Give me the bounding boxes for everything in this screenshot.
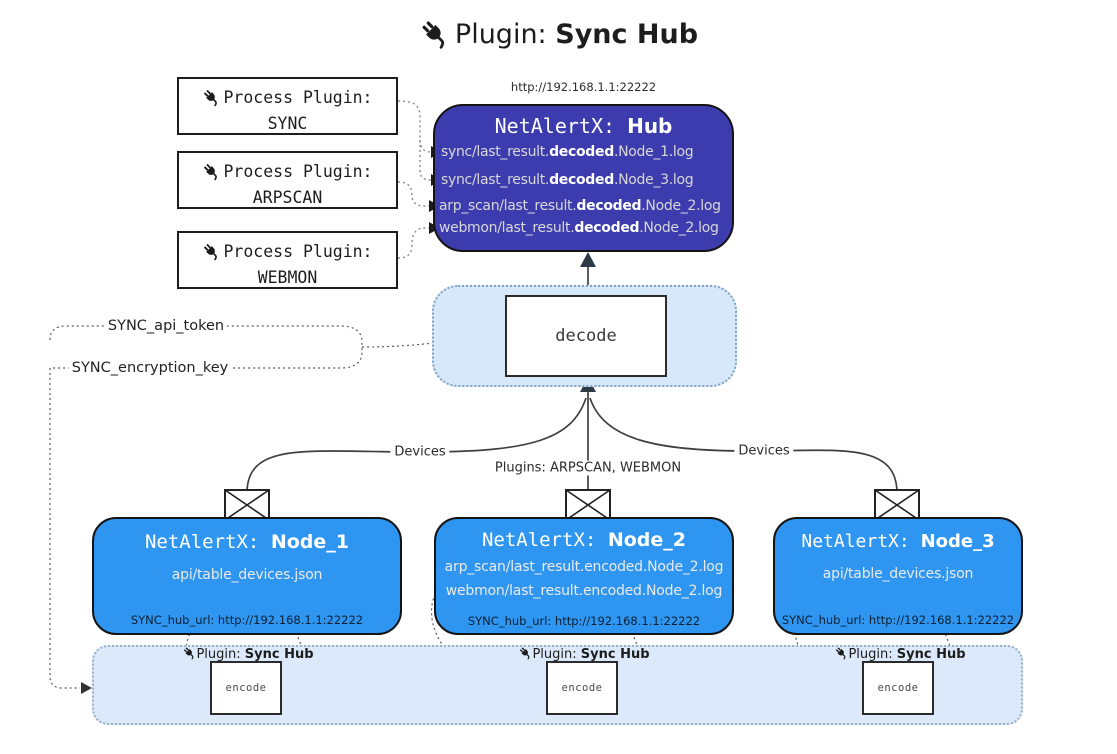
settings-drop-line <box>49 368 80 689</box>
hub-url: http://192.168.1.1:22222 <box>510 80 657 94</box>
node-line: api/table_devices.json <box>822 566 974 582</box>
process-plugin-label: Process Plugin: <box>223 88 373 107</box>
diagram-title: Plugin: Sync Hub <box>0 18 1117 50</box>
hub-title: NetAlertX: Hub <box>433 114 734 138</box>
node-title: NetAlertX: Node_2 <box>481 529 686 551</box>
hub-log-line: sync/last_result.decoded.Node_1.log <box>441 144 694 160</box>
plugins-mid-label: Plugins: ARPSCAN, WEBMON <box>490 460 686 476</box>
node-box-2: NetAlertX: Node_2 arp_scan/last_result.e… <box>434 517 734 635</box>
process-plugin-name: WEBMON <box>257 267 318 287</box>
hub-log-line: sync/last_result.decoded.Node_3.log <box>441 172 694 188</box>
node-hub-url: SYNC_hub_url: http://192.168.1.1:22222 <box>467 614 701 628</box>
node-line: webmon/last_result.encoded.Node_2.log <box>445 583 723 599</box>
node-line: arp_scan/last_result.encoded.Node_2.log <box>444 559 724 575</box>
encode-box: encode <box>210 661 282 715</box>
encode-label: encode <box>225 682 267 694</box>
node-box-3: NetAlertX: Node_3 api/table_devices.json… <box>773 517 1023 635</box>
devices-right-label: Devices <box>734 443 794 459</box>
plug-icon <box>204 244 218 261</box>
envelope-icon <box>565 489 611 521</box>
plug-icon <box>183 647 194 660</box>
hub-log-line: webmon/last_result.decoded.Node_2.log <box>439 220 719 236</box>
arpscan-to-log3-line <box>397 181 430 207</box>
node-hub-url: SYNC_hub_url: http://192.168.1.1:22222 <box>781 613 1015 627</box>
plug-icon <box>519 647 530 660</box>
plug-icon <box>835 647 846 660</box>
hub-box <box>433 104 734 252</box>
decode-label: decode <box>555 326 617 346</box>
process-plugin-box-webmon: Process Plugin: WEBMON <box>177 231 398 289</box>
decode-box: decode <box>505 295 667 377</box>
node-hub-url: SYNC_hub_url: http://192.168.1.1:22222 <box>130 613 364 627</box>
title-prefix: Plugin: <box>454 19 547 50</box>
sync-to-log1-line <box>397 100 432 153</box>
title-name: Sync Hub <box>555 19 699 50</box>
hub-log-line: arp_scan/last_result.decoded.Node_2.log <box>439 198 721 214</box>
process-plugin-name: ARPSCAN <box>252 187 323 207</box>
plug-icon <box>422 21 445 49</box>
encode-label: encode <box>561 682 603 694</box>
devices-left-label: Devices <box>390 444 450 460</box>
envelope-icon <box>874 489 920 521</box>
node-box-1: NetAlertX: Node_1 api/table_devices.json… <box>92 517 402 635</box>
envelope-icon <box>224 489 270 521</box>
encoder-label: Plugin: Sync Hub <box>834 646 966 662</box>
encode-label: encode <box>877 682 919 694</box>
node-line: api/table_devices.json <box>171 567 323 583</box>
process-plugin-name: SYNC <box>267 113 308 133</box>
arrow-into-band <box>81 682 92 694</box>
process-plugin-label: Process Plugin: <box>223 242 373 261</box>
process-plugin-label: Process Plugin: <box>223 162 373 181</box>
hub-title-prefix: NetAlertX: <box>494 114 616 138</box>
node-title: NetAlertX: Node_1 <box>144 531 349 553</box>
sync-api-token-label: SYNC_api_token <box>104 318 228 334</box>
encoder-label: Plugin: Sync Hub <box>518 646 650 662</box>
envelope-icons <box>224 489 920 521</box>
process-plugin-box-arpscan: Process Plugin: ARPSCAN <box>177 151 398 209</box>
webmon-to-log4-line <box>397 227 430 259</box>
encode-box: encode <box>546 661 618 715</box>
sync-to-log2-line <box>419 140 432 181</box>
node-title: NetAlertX: Node_3 <box>801 531 995 552</box>
hub-title-name: Hub <box>627 114 673 138</box>
encoder-label: Plugin: Sync Hub <box>182 646 314 662</box>
process-plugin-box-sync: Process Plugin: SYNC <box>177 77 398 135</box>
arrow-into-hub <box>580 252 596 267</box>
plug-icon <box>204 164 218 181</box>
sync-encryption-key-label: SYNC_encryption_key <box>68 360 232 376</box>
encode-box: encode <box>862 661 934 715</box>
plug-icon <box>204 90 218 107</box>
